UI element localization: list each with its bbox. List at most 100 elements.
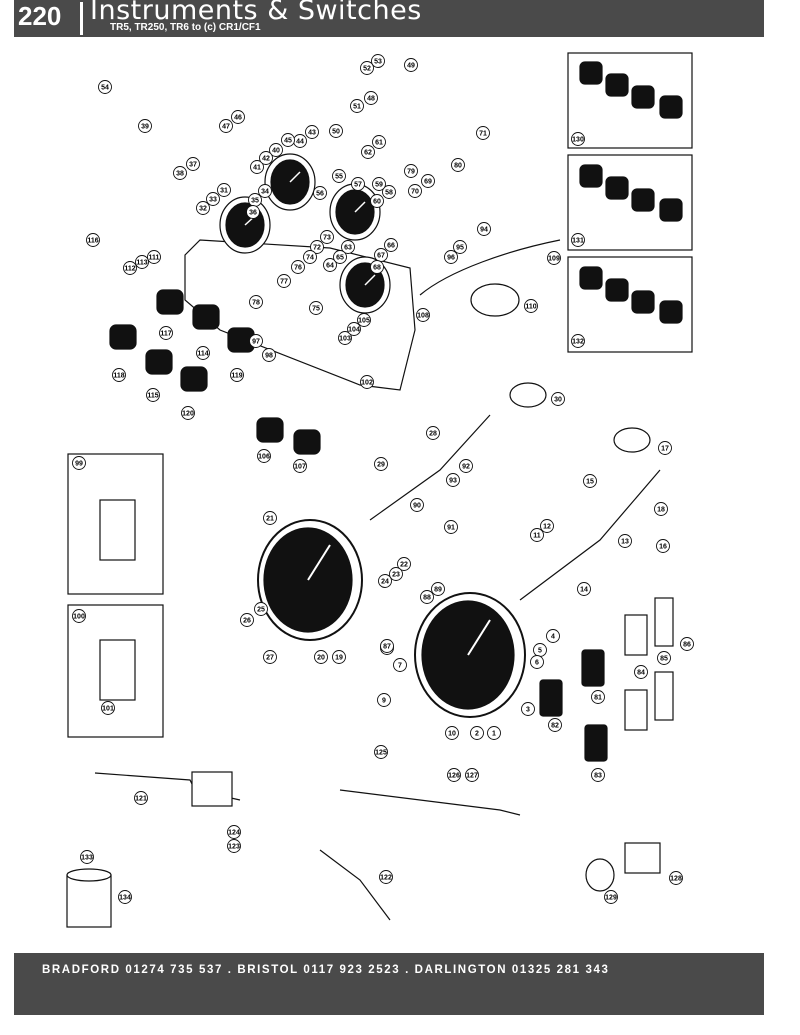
callout-circle [657, 651, 671, 665]
callout-circle [453, 240, 467, 254]
callout-circle [374, 457, 388, 471]
callout-label: 80 [454, 163, 462, 170]
callout-107: 107 [293, 459, 307, 473]
callout-label: 77 [280, 279, 288, 286]
callout-label: 61 [375, 140, 383, 147]
callout-label: 19 [335, 655, 343, 662]
callout-label: 20 [317, 655, 325, 662]
callout-circle [371, 54, 385, 68]
callout-label: 114 [197, 351, 208, 358]
callout-87: 87 [380, 639, 394, 653]
callout-65: 65 [333, 250, 347, 264]
ignition-lock-99 [99, 499, 136, 561]
callout-label: 119 [231, 373, 242, 380]
callout-15: 15 [583, 474, 597, 488]
switch-120 [180, 366, 208, 392]
callout-label: 51 [353, 104, 361, 111]
callout-circle [577, 582, 591, 596]
callout-circle [217, 183, 231, 197]
callout-label: 60 [373, 199, 381, 206]
callout-58: 58 [382, 185, 396, 199]
small-gauge-1 [219, 196, 271, 254]
callout-circle [323, 258, 337, 272]
inset-box-131 [567, 154, 693, 251]
callout-circle [547, 251, 561, 265]
callout-label: 90 [413, 503, 421, 510]
callout-117: 117 [159, 326, 173, 340]
callout-label: 89 [434, 587, 442, 594]
callout-91: 91 [444, 520, 458, 534]
callout-circle [320, 230, 334, 244]
callout-122: 122 [379, 870, 393, 884]
callout-circle [338, 331, 352, 345]
callout-label: 34 [261, 189, 269, 196]
callout-106: 106 [257, 449, 271, 463]
rocker-82 [539, 679, 563, 717]
callout-113: 113 [135, 255, 149, 269]
part-callouts: 1234567891011121314151617181920212223242… [72, 54, 694, 904]
callout-circle [604, 890, 618, 904]
callout-11: 11 [530, 528, 544, 542]
callout-circle [408, 184, 422, 198]
callout-circle [654, 502, 668, 516]
callout-circle [112, 368, 126, 382]
callout-label: 94 [480, 227, 488, 234]
callout-circle [426, 426, 440, 440]
callout-46: 46 [231, 110, 245, 124]
callout-label: 56 [316, 191, 324, 198]
callout-62: 62 [361, 145, 375, 159]
callout-label: 40 [272, 148, 280, 155]
callout-41: 41 [250, 160, 264, 174]
callout-24: 24 [378, 574, 392, 588]
callout-label: 99 [75, 461, 83, 468]
callout-label: 104 [348, 327, 360, 334]
callout-12: 12 [540, 519, 554, 533]
callout-circle [196, 201, 210, 215]
callout-label: 59 [375, 182, 383, 189]
callout-circle [258, 184, 272, 198]
callout-circle [530, 655, 544, 669]
callout-label: 29 [377, 462, 385, 469]
callout-circle [389, 567, 403, 581]
callout-circle [404, 58, 418, 72]
callout-circle [591, 690, 605, 704]
callout-79: 79 [404, 164, 418, 178]
callout-45: 45 [281, 133, 295, 147]
callout-label: 76 [294, 265, 302, 272]
callout-label: 81 [594, 695, 602, 702]
page-subtitle: TR5, TR250, TR6 to (c) CR1/CF1 [110, 22, 261, 33]
callout-label: 70 [411, 189, 419, 196]
callout-114: 114 [196, 346, 210, 360]
callout-label: 57 [354, 182, 362, 189]
callout-71: 71 [476, 126, 490, 140]
callout-label: 4 [551, 634, 555, 641]
callout-34: 34 [258, 184, 272, 198]
lamp-129 [585, 858, 615, 892]
callout-label: 117 [160, 331, 171, 338]
callout-52: 52 [360, 61, 374, 75]
callout-116: 116 [86, 233, 100, 247]
callout-circle [181, 406, 195, 420]
page-title: Instruments & Switches [90, 0, 422, 26]
callout-circle [372, 135, 386, 149]
callout-133: 133 [80, 850, 94, 864]
callout-circle [101, 701, 115, 715]
callout-36: 36 [246, 205, 260, 219]
callout-57: 57 [351, 177, 365, 191]
callout-label: 23 [392, 572, 400, 579]
callout-label: 6 [535, 660, 539, 667]
callout-label: 64 [326, 263, 334, 270]
callout-label: 45 [284, 138, 292, 145]
callout-5: 5 [533, 643, 547, 657]
callout-label: 84 [637, 670, 645, 677]
callout-23: 23 [389, 567, 403, 581]
callout-96: 96 [444, 250, 458, 264]
callout-circle [360, 61, 374, 75]
callout-label: 109 [548, 256, 560, 263]
callout-115: 115 [146, 388, 160, 402]
callout-73: 73 [320, 230, 334, 244]
callout-label: 83 [594, 773, 602, 780]
callout-circle [263, 650, 277, 664]
callout-68: 68 [370, 260, 384, 274]
